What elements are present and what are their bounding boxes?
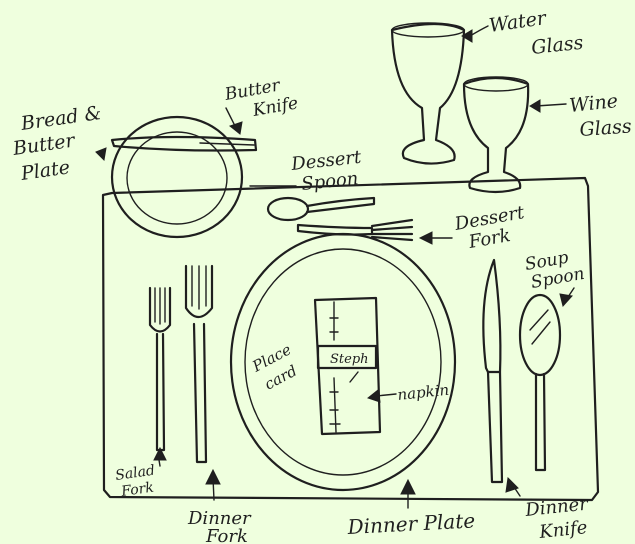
- napkin: [313, 296, 382, 436]
- wine-glass: [462, 76, 530, 194]
- label-dinner-fork-2: Fork: [205, 526, 248, 544]
- label-salad-fork-2: Fork: [119, 480, 154, 501]
- water-glass: [390, 22, 466, 165]
- label-arrows: [95, 25, 575, 509]
- label-bread-plate-3: Plate: [19, 156, 72, 185]
- label-dinner-fork: Dinner: [187, 508, 252, 529]
- butter-knife: [110, 135, 258, 152]
- dessert-spoon: [266, 196, 376, 222]
- label-bread-plate: Bread &: [19, 102, 103, 135]
- label-wine-glass: Wine: [568, 90, 619, 117]
- placemat: [101, 176, 600, 502]
- dinner-fork: [184, 264, 214, 464]
- labels: Water Glass Wine Glass Bread & Butter Pl…: [11, 7, 633, 544]
- label-wine-glass-2: Glass: [579, 115, 633, 141]
- label-napkin: napkin: [397, 381, 450, 404]
- dessert-fork: [296, 218, 414, 242]
- dinner-plate: [229, 232, 457, 492]
- dinner-knife: [482, 258, 504, 484]
- label-water-glass: Water: [488, 7, 550, 37]
- bread-butter-plate: [110, 115, 244, 239]
- label-water-glass-2: Glass: [530, 32, 584, 59]
- label-dinner-plate: Dinner Plate: [346, 508, 476, 539]
- label-dinner-knife-2: Knife: [537, 517, 588, 543]
- soup-spoon: [518, 293, 562, 472]
- label-salad-fork: Salad: [114, 463, 156, 484]
- place-card-name: Steph: [330, 352, 369, 367]
- place-card: [316, 344, 378, 370]
- salad-fork: [148, 286, 172, 452]
